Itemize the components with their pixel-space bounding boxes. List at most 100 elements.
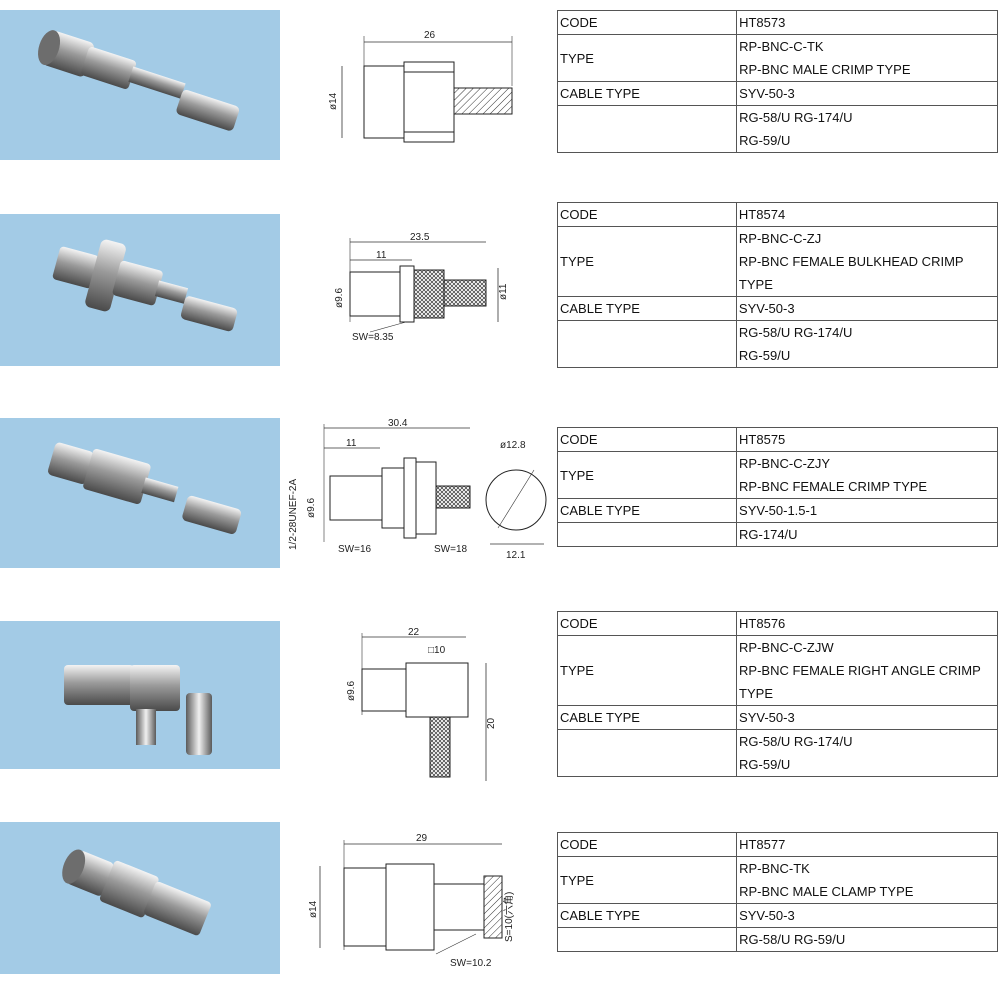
- dim-height: 20: [486, 717, 497, 729]
- type-line: TYPE: [739, 686, 773, 701]
- dim-diameter: ø9.6: [306, 498, 317, 518]
- dimension-drawing: 23.5 11 ø9.6 ø11 SW=8.35: [334, 232, 509, 343]
- type-line: TYPE: [738, 277, 773, 292]
- dim-flat: 12.1: [506, 550, 526, 561]
- dim-sw: SW=10.2: [450, 958, 492, 969]
- cable-line: RG-58/U RG-59/U: [739, 932, 846, 947]
- label-code: CODE: [557, 202, 737, 227]
- dim-length: 26: [424, 30, 436, 41]
- dim-square: □10: [428, 645, 446, 656]
- cable-line: RG-58/U RG-174/U: [739, 110, 853, 125]
- blank-cell: [557, 320, 737, 368]
- cable-value: SYV-50-3: [736, 705, 998, 730]
- spec-table: CODE HT8574 TYPE RP-BNC-C-ZJ RP-BNC FEMA…: [557, 202, 999, 368]
- type-line: RP-BNC FEMALE RIGHT ANGLE CRIMP: [739, 663, 981, 678]
- type-value: RP-BNC-C-ZJW RP-BNC FEMALE RIGHT ANGLE C…: [736, 635, 998, 706]
- product-photo: [0, 10, 280, 160]
- type-line: RP-BNC-TK: [739, 861, 810, 876]
- connector-photo-illustration: [48, 442, 242, 534]
- code-value: HT8575: [736, 427, 998, 452]
- type-value: RP-BNC-TK RP-BNC MALE CLAMP TYPE: [736, 856, 998, 904]
- product-photo: [0, 621, 280, 769]
- connector-photo-illustration: [52, 239, 238, 332]
- label-type: TYPE: [556, 635, 738, 706]
- dim-diameter: ø9.6: [346, 681, 357, 701]
- spec-table: CODE HT8575 TYPE RP-BNC-C-ZJY RP-BNC FEM…: [556, 427, 998, 547]
- spec-table: CODE HT8576 TYPE RP-BNC-C-ZJW RP-BNC FEM…: [556, 611, 998, 777]
- dim-sw: SW=8.35: [352, 332, 394, 343]
- blank-cell: [556, 105, 738, 153]
- blank-cell: [556, 927, 738, 952]
- connector-photo-illustration: [64, 665, 212, 755]
- label-code: CODE: [556, 427, 738, 452]
- label-cable-type: CABLE TYPE: [556, 705, 738, 730]
- connector-photo-illustration: [62, 849, 211, 936]
- cable-value: SYV-50-3: [736, 903, 998, 928]
- cable-value-more: RG-58/U RG-174/U RG-59/U: [736, 729, 998, 777]
- label-cable-type: CABLE TYPE: [556, 903, 738, 928]
- technical-drawing: 29 ø14 S=10(六角) SW=10.2: [306, 830, 526, 982]
- type-line: RP-BNC-C-TK: [739, 39, 824, 54]
- type-line: RP-BNC MALE CLAMP TYPE: [739, 884, 914, 899]
- label-cable-type: CABLE TYPE: [556, 81, 738, 106]
- label-code: CODE: [556, 10, 738, 35]
- technical-drawing: 30.4 11 1/2-28UNEF-2A ø9.6 SW=16 SW=18 ø…: [284, 418, 548, 568]
- code-value: HT8574: [735, 202, 999, 227]
- dim-diameter: ø9.6: [334, 288, 345, 308]
- label-type: TYPE: [557, 226, 737, 297]
- cable-line: RG-58/U RG-174/U: [739, 734, 853, 749]
- code-value: HT8573: [736, 10, 998, 35]
- product-photo: [0, 418, 280, 568]
- label-cable-type: CABLE TYPE: [557, 296, 737, 321]
- blank-cell: [556, 729, 738, 777]
- product-row-ht8573: 26 ø14 CODE HT8573 TYPE RP-BNC-C-TK RP-B…: [0, 10, 1000, 170]
- dim-length: 30.4: [388, 418, 408, 429]
- code-value: HT8577: [736, 832, 998, 857]
- cable-value: SYV-50-1.5-1: [736, 498, 998, 523]
- cable-value-more: RG-58/U RG-174/U RG-59/U: [735, 320, 999, 368]
- type-line: RP-BNC FEMALE CRIMP TYPE: [739, 479, 928, 494]
- dim-length: 29: [416, 833, 428, 844]
- code-value: HT8576: [736, 611, 998, 636]
- dim-diameter-2: ø12.8: [500, 440, 526, 451]
- product-photo: [0, 214, 280, 366]
- type-value: RP-BNC-C-ZJ RP-BNC FEMALE BULKHEAD CRIMP…: [735, 226, 999, 297]
- product-row-ht8575: 30.4 11 1/2-28UNEF-2A ø9.6 SW=16 SW=18 ø…: [0, 418, 1000, 578]
- label-type: TYPE: [556, 856, 738, 904]
- type-value: RP-BNC-C-TK RP-BNC MALE CRIMP TYPE: [736, 34, 998, 82]
- type-line: RP-BNC-C-ZJY: [739, 456, 831, 471]
- spec-table: CODE HT8577 TYPE RP-BNC-TK RP-BNC MALE C…: [556, 832, 998, 952]
- label-code: CODE: [556, 611, 738, 636]
- product-row-ht8576: 22 □10 ø9.6 20 CODE HT8576 TYPE RP-BNC-C…: [0, 611, 1000, 796]
- cable-value-more: RG-58/U RG-174/U RG-59/U: [736, 105, 998, 153]
- dim-length: 23.5: [410, 232, 430, 243]
- cable-value: SYV-50-3: [735, 296, 999, 321]
- product-row-ht8577: 29 ø14 S=10(六角) SW=10.2 CODE HT8577 TYPE…: [0, 822, 1000, 987]
- dim-length: 22: [408, 627, 420, 638]
- type-line: RP-BNC-C-ZJW: [739, 640, 834, 655]
- cable-line: RG-58/U RG-174/U: [738, 325, 853, 340]
- dim-diameter: ø14: [308, 900, 319, 918]
- product-photo: [0, 822, 280, 974]
- cable-value-more: RG-174/U: [736, 522, 998, 547]
- dim-thread: 1/2-28UNEF-2A: [288, 479, 299, 550]
- dim-sw: SW=16: [338, 544, 372, 555]
- dim-length-2: 11: [346, 438, 357, 449]
- type-line: RP-BNC-C-ZJ: [738, 231, 822, 246]
- cable-line: RG-59/U: [738, 348, 791, 363]
- technical-drawing: 22 □10 ø9.6 20: [336, 625, 502, 789]
- type-value: RP-BNC-C-ZJY RP-BNC FEMALE CRIMP TYPE: [736, 451, 998, 499]
- dim-hex: S=10(六角): [503, 892, 515, 942]
- cable-line: RG-174/U: [739, 527, 798, 542]
- dim-sw-2: SW=18: [434, 544, 468, 555]
- label-code: CODE: [556, 832, 738, 857]
- label-type: TYPE: [556, 451, 738, 499]
- cable-line: RG-59/U: [739, 757, 791, 772]
- blank-cell: [556, 522, 738, 547]
- dimension-drawing: 26 ø14: [328, 30, 513, 143]
- dim-diameter: ø14: [328, 92, 339, 110]
- cable-value: SYV-50-3: [736, 81, 998, 106]
- dimension-drawing: 22 □10 ø9.6 20: [346, 627, 497, 781]
- product-row-ht8574: 23.5 11 ø9.6 ø11 SW=8.35 CODE HT8574 TYP…: [0, 202, 1000, 382]
- cable-line: RG-59/U: [739, 133, 791, 148]
